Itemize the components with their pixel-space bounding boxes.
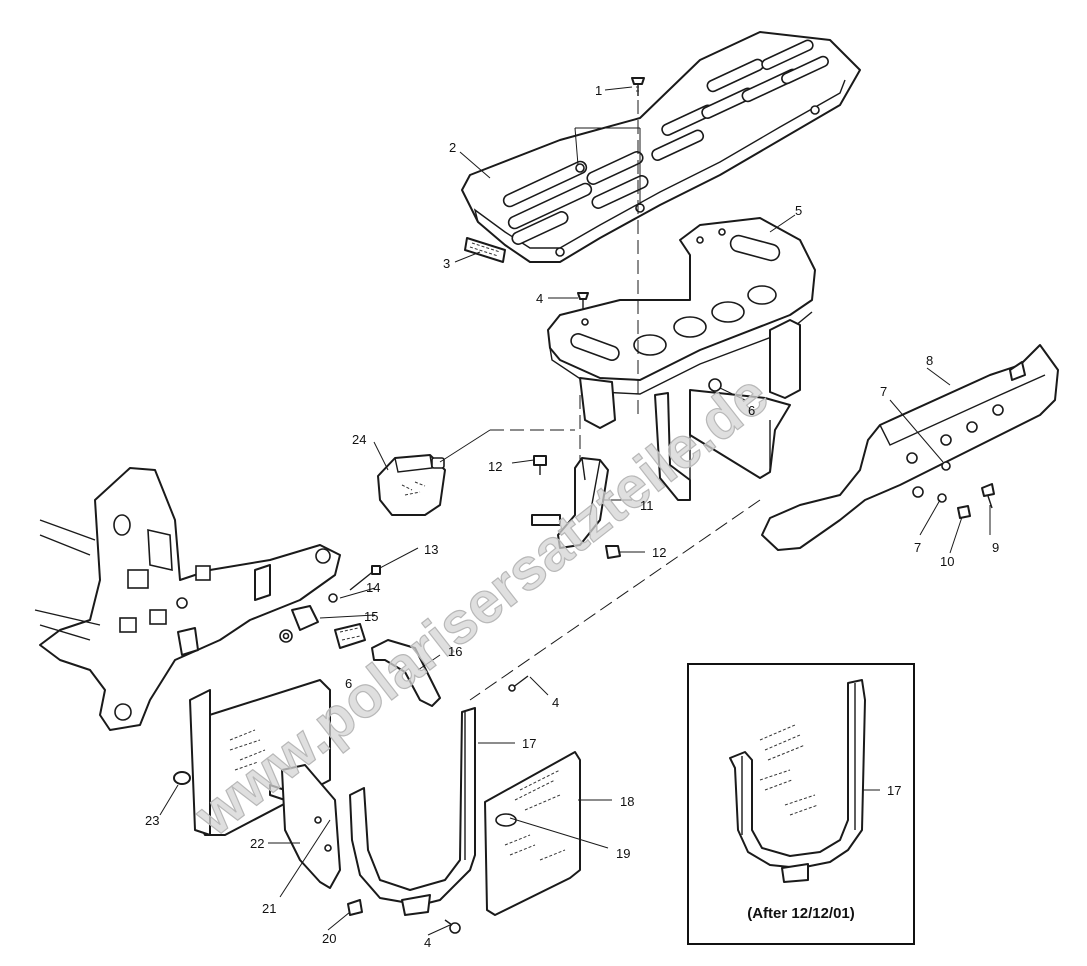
callout-7: 7 — [880, 384, 887, 399]
callout-2: 2 — [449, 140, 456, 155]
bolt-12-lower — [605, 545, 621, 559]
side-panel-18 — [484, 751, 581, 916]
bumper-fasteners — [937, 461, 995, 519]
bracket-11 — [531, 457, 609, 549]
rear-bumper — [761, 344, 1059, 551]
inset-panel: 17 (After 12/12/01) — [687, 663, 915, 945]
rack-mount-plate — [547, 217, 816, 429]
clip-20 — [347, 899, 363, 916]
callout-17: 17 — [522, 736, 536, 751]
callout-5: 5 — [795, 203, 802, 218]
callout-9: 9 — [992, 540, 999, 555]
clip-15 — [291, 605, 366, 649]
callout-20: 20 — [322, 931, 336, 946]
callout-15: 15 — [364, 609, 378, 624]
callout-16: 16 — [448, 644, 462, 659]
callout-24: 24 — [352, 432, 366, 447]
vehicle-frame — [34, 467, 341, 731]
callout-leaders — [159, 86, 991, 936]
inset-u-guard — [729, 679, 866, 883]
callout-23: 23 — [145, 813, 159, 828]
callout-22: 22 — [250, 836, 264, 851]
u-guard-17 — [349, 707, 476, 916]
shield-plate-22 — [281, 764, 341, 889]
callout-4: 4 — [424, 935, 431, 950]
bolt-12-upper — [533, 455, 547, 475]
nut-6-upper — [708, 378, 722, 392]
curved-bracket-16 — [371, 639, 441, 707]
bolt-4-mid — [508, 675, 529, 692]
rear-rack — [461, 31, 861, 263]
bolt-4-lower — [444, 919, 461, 934]
plug-23 — [173, 771, 191, 785]
nut-6-lower — [279, 629, 293, 643]
callout-7: 7 — [914, 540, 921, 555]
reflector — [464, 237, 506, 263]
callout-3: 3 — [443, 256, 450, 271]
rack-support-box — [654, 389, 791, 501]
callout-10: 10 — [940, 554, 954, 569]
washer-14 — [328, 593, 338, 603]
inset-caption: (After 12/12/01) — [747, 905, 855, 922]
callout-19: 19 — [616, 846, 630, 861]
tail-light — [377, 454, 446, 516]
callout-8: 8 — [926, 353, 933, 368]
callout-6: 6 — [748, 403, 755, 418]
callout-12: 12 — [488, 459, 502, 474]
callout-6: 6 — [345, 676, 352, 691]
callout-13: 13 — [424, 542, 438, 557]
callout-14: 14 — [366, 580, 380, 595]
screw-1 — [631, 77, 645, 96]
callout-21: 21 — [262, 901, 276, 916]
callout-18: 18 — [620, 794, 634, 809]
callout-labels: 1 2 3 4 4 4 5 6 6 7 7 8 9 10 11 12 12 13… — [145, 83, 999, 950]
bolt-13 — [349, 565, 381, 591]
callout-4: 4 — [552, 695, 559, 710]
callout-4: 4 — [536, 291, 543, 306]
inset-part-label: 17 — [887, 783, 901, 798]
callout-1: 1 — [595, 83, 602, 98]
bolt-4-upper — [577, 292, 589, 310]
callout-12: 12 — [652, 545, 666, 560]
assembly-lines — [439, 100, 761, 701]
callout-11: 11 — [640, 498, 654, 513]
